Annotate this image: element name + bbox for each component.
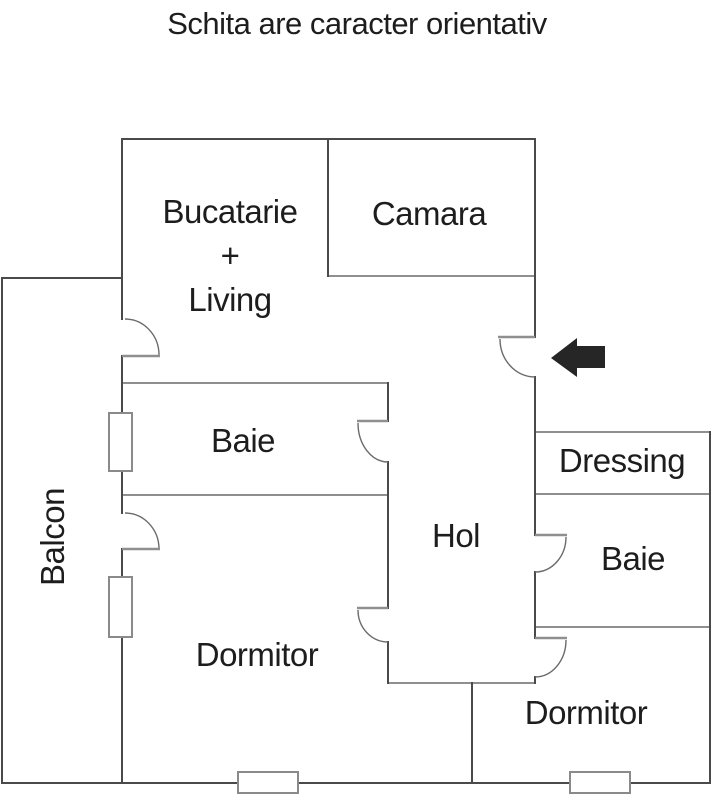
door-arc-baie-right — [534, 536, 567, 573]
window-dormitor-left-bottom — [237, 771, 299, 794]
page-title: Schita are caracter orientativ — [167, 6, 547, 41]
door-arc-dormitor-left — [357, 609, 389, 643]
room-label-hol: Hol — [431, 517, 481, 555]
room-label-bucatarie-living: Bucatarie + Living — [163, 190, 298, 322]
window-dormitor-left-side — [108, 576, 133, 638]
door-arc-balcony-living — [124, 318, 160, 356]
room-label-baie-left: Baie — [210, 422, 276, 460]
room-label-dormitor-left: Dormitor — [195, 636, 319, 674]
room-label-baie-right: Baie — [600, 540, 666, 578]
room-label-balcon: Balcon — [34, 488, 72, 586]
door-arc-baie-left — [357, 422, 389, 463]
room-label-dormitor-right: Dormitor — [524, 694, 648, 732]
door-arc-entrance — [499, 338, 536, 378]
partition-walls — [121, 275, 711, 684]
entrance-arrow-icon — [551, 338, 605, 377]
room-label-camara: Camara — [371, 195, 487, 233]
room-label-plus-line: + — [220, 237, 240, 274]
room-label-bucatarie-line: Bucatarie — [162, 193, 298, 230]
room-label-dressing: Dressing — [558, 442, 686, 480]
window-baie-left — [108, 412, 133, 472]
room-label-living-line: Living — [188, 281, 272, 318]
windows — [108, 412, 631, 794]
door-arcs — [124, 318, 567, 678]
door-arc-dormitor-right — [534, 639, 567, 678]
window-dormitor-right-bottom — [569, 771, 631, 794]
door-arc-balcony-dormitor — [124, 512, 160, 550]
door-leaves — [122, 335, 567, 640]
